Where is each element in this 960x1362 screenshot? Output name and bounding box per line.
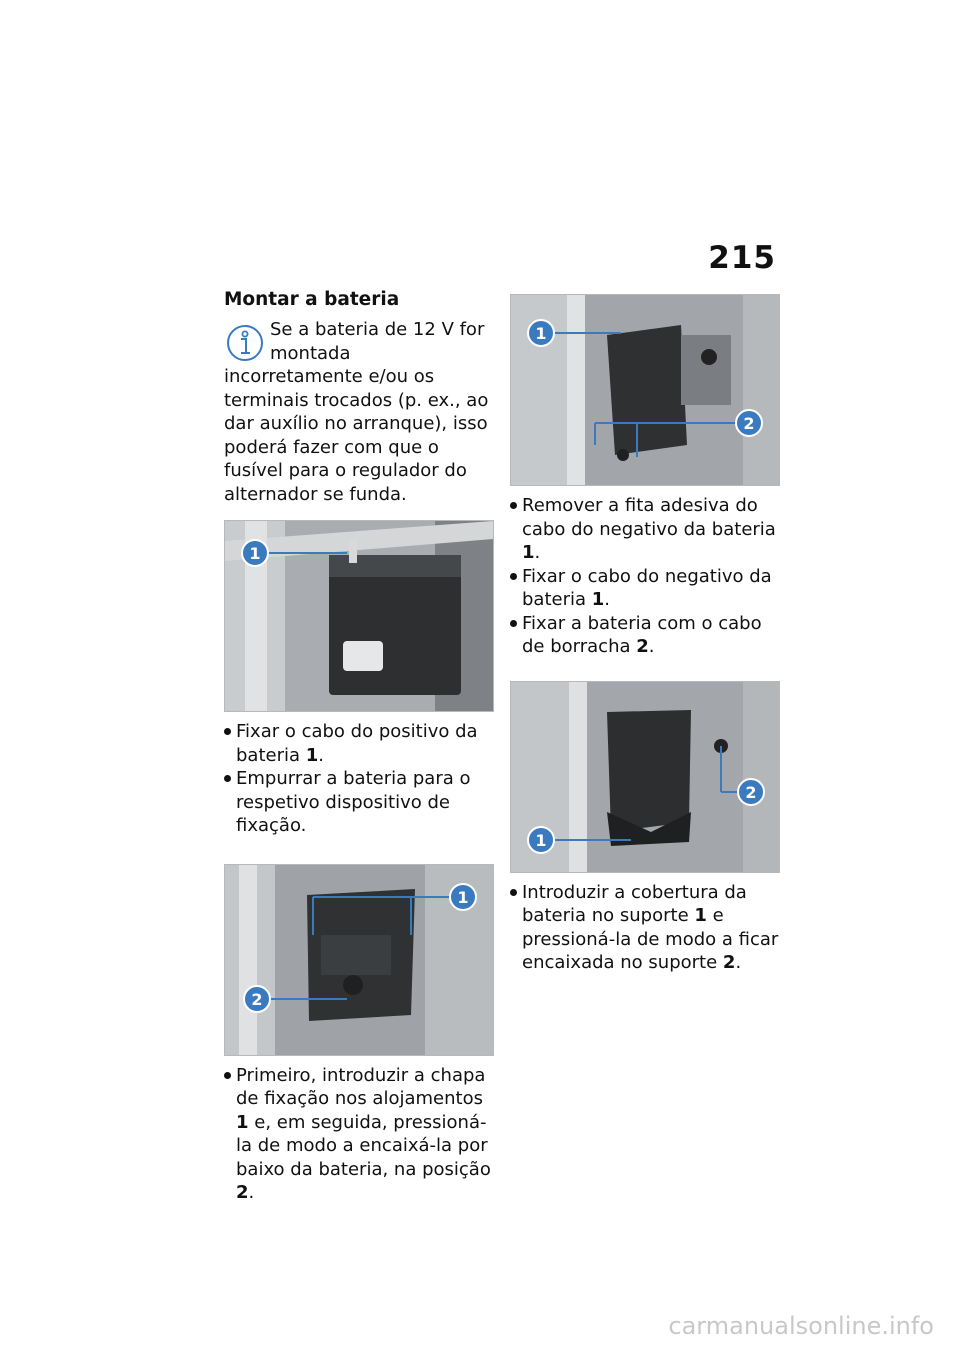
- callout-1: 1: [241, 539, 269, 567]
- callout-1: 1: [449, 882, 477, 911]
- figure-2: 1 2: [224, 863, 494, 1056]
- info-icon: [226, 324, 264, 362]
- svg-text:1: 1: [457, 888, 468, 907]
- svg-text:2: 2: [251, 990, 262, 1009]
- list-item: Fixar o cabo do positivo da bateria 1.: [224, 720, 494, 767]
- left-column: Montar a bateria Se a bateria de 12 V fo…: [224, 288, 494, 1205]
- watermark: carmanualsonline.info: [668, 1312, 934, 1340]
- list-item: Remover a fita adesiva do cabo do negati…: [510, 494, 780, 565]
- figure-4: 2 1: [510, 680, 780, 873]
- list-item: Primeiro, introduzir a chapa de fixação …: [224, 1064, 494, 1205]
- callout-2: 2: [735, 409, 763, 437]
- steps-list-2: Primeiro, introduzir a chapa de fixação …: [224, 1064, 494, 1205]
- callout-2: 2: [243, 984, 271, 1013]
- steps-list-4: Introduzir a cobertura da bateria no sup…: [510, 881, 780, 975]
- figure-1: 1: [224, 520, 494, 712]
- info-text: Se a bateria de 12 V for montada incorre…: [224, 319, 489, 505]
- svg-text:1: 1: [535, 831, 546, 850]
- svg-text:1: 1: [535, 324, 546, 343]
- svg-text:1: 1: [249, 544, 260, 563]
- list-item: Fixar o cabo do negativo da bateria 1.: [510, 565, 780, 612]
- figure-3: 1 2: [510, 294, 780, 486]
- list-item: Empurrar a bateria para o respetivo disp…: [224, 767, 494, 838]
- right-column: 1 2 Remover a fita adesiva do cabo do ne…: [510, 294, 780, 975]
- list-item: Introduzir a cobertura da bateria no sup…: [510, 881, 780, 975]
- page-number: 215: [708, 240, 776, 276]
- steps-list-3: Remover a fita adesiva do cabo do negati…: [510, 494, 780, 659]
- callout-1: 1: [527, 825, 555, 854]
- steps-list-1: Fixar o cabo do positivo da bateria 1. E…: [224, 720, 494, 838]
- svg-text:2: 2: [743, 414, 754, 433]
- list-item: Fixar a bateria com o cabo de borracha 2…: [510, 612, 780, 659]
- section-heading: Montar a bateria: [224, 289, 400, 310]
- callout-2: 2: [737, 777, 765, 806]
- callout-1: 1: [527, 319, 555, 347]
- info-note: Se a bateria de 12 V for montada incorre…: [224, 318, 494, 506]
- svg-text:2: 2: [745, 783, 756, 802]
